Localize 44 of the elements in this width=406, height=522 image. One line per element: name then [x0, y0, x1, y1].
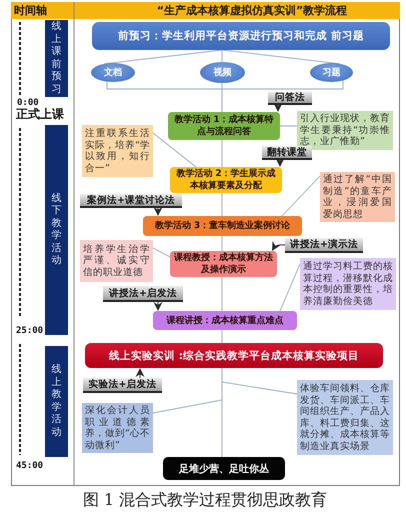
activity-box: 教学活动 1：成本核算特点与流程问答: [168, 112, 280, 140]
note-box: 注重联系生活实际，培养“学以致用，知行合一”: [82, 125, 153, 177]
time-label: 25:00: [16, 326, 44, 337]
note-box: 通过学习料工费的核算过程，潜移默化成本控制的重要性，培养清廉勤俭美德: [300, 258, 396, 310]
closing-box: 足堆少营、足吐你丛: [163, 457, 285, 480]
arrow: [136, 368, 144, 378]
column-heading: 时间轴: [14, 4, 47, 17]
connector-line: [222, 80, 344, 112]
method-tag: 实验法+启发法: [83, 378, 162, 393]
activity-box: 课程讲授：成本核算重点难点: [153, 311, 297, 330]
time-label: 0:00: [17, 98, 39, 108]
connector-line: [282, 176, 320, 216]
phase-band: 线下教学活动: [45, 125, 68, 335]
activity-box: 教学活动 2：学生展示成本核算要素及分配: [170, 167, 282, 193]
process-box: 前预习：学生利用平台资源进行预习和完成 前习题: [92, 22, 390, 50]
connector-line: [152, 132, 196, 168]
arrow: [272, 240, 286, 251]
note-box: 培养学生治学严谨、诚实守信的职业道德: [80, 240, 153, 282]
activity-box: 课程教授：成本核算方法及操作演示: [170, 251, 277, 277]
note-box: 深化会计人员职业道德素养，做到“心不动微利”: [82, 403, 153, 453]
note-box: 体验车间领料、仓库发货、车间派工、车间组织生产、产品入库、料工费归集、这就分摊、成本核算等制造业真实场景: [297, 380, 393, 455]
oval: 视频: [200, 62, 245, 83]
method-tag: 翻转课堂: [262, 146, 312, 160]
time-label: 正式上课: [16, 107, 64, 121]
phase-band: 线上教学活动: [45, 346, 68, 457]
figure-caption: 图 1 混合式教学过程贯彻思政教育: [82, 491, 328, 509]
project-banner: 线上实验实训 :综合实践教学平台成本核算实验项目: [85, 343, 383, 368]
method-tag: 问答法: [268, 92, 312, 105]
phase-band: 线上课前预习: [45, 20, 68, 97]
connector-line: [280, 264, 300, 312]
oval: 文档: [91, 63, 135, 82]
arrow: [274, 103, 282, 112]
activity-box: 教学活动 3：童车制造业案例讨论: [143, 216, 302, 236]
arrow: [154, 302, 162, 311]
connector-line: [152, 248, 170, 258]
method-tag: 讲授法+演示法: [285, 238, 363, 253]
time-label: 45:00: [16, 461, 44, 472]
diagram-title: “生产成本核算虚拟仿真实训”教学流程: [156, 4, 348, 17]
method-tag: 案例法+课堂讨论法: [80, 194, 182, 208]
note-box: 通过了解“中国制造”的童车产业，浸润爱国爱岗思想: [320, 172, 395, 222]
arrow: [276, 158, 284, 167]
arrow: [154, 207, 162, 216]
method-tag: 讲授法+启发法: [103, 286, 183, 302]
oval: 习题: [310, 63, 353, 82]
